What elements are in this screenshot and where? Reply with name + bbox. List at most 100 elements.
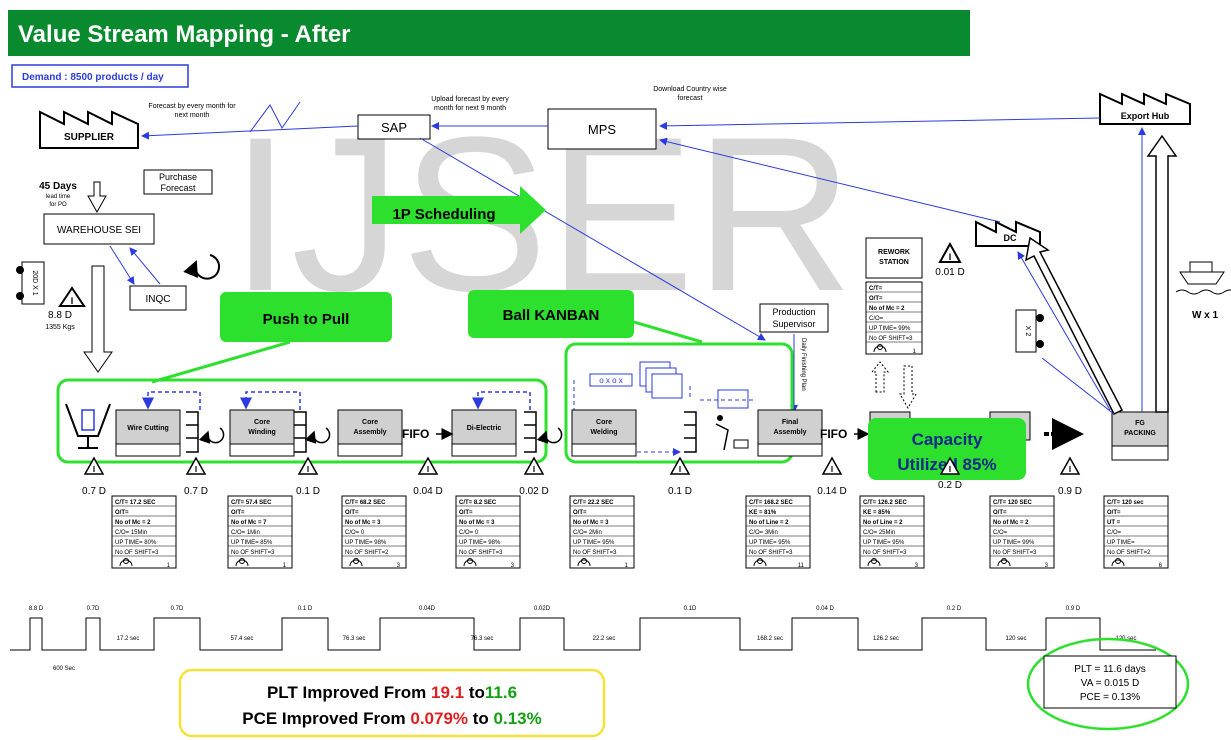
dc-label: DC	[1004, 233, 1017, 243]
data-box-row: UP TIME= 95%	[749, 540, 791, 546]
rework-station-box	[866, 238, 922, 278]
data-box-row: C/O=	[993, 530, 1008, 536]
warehouse-push-arrow	[84, 266, 112, 372]
data-box-row: O/T=	[231, 510, 245, 516]
inventory-marker: I0.02 D	[519, 458, 548, 497]
data-box-row: UT =	[1107, 520, 1121, 526]
data-box-row: No OF SHIFT=3	[749, 550, 793, 556]
data-box-row: C/O=	[869, 316, 884, 322]
rework-data-box: C/T=O/T=No of Mc = 2C/O=UP TIME= 99%No O…	[866, 282, 922, 355]
inventory-marker: I0.1 D	[296, 458, 320, 497]
timeline-line	[10, 618, 1156, 650]
process-data-box: C/T= 168.2 SECKE = 81%No of Line = 2C/O=…	[746, 496, 810, 569]
supermarket-rack	[684, 412, 696, 452]
timeline-cycle: 126.2 sec	[873, 636, 899, 642]
inventory-mark: I	[195, 465, 197, 474]
operator-count: 11	[798, 563, 805, 569]
inventory-mark: I	[427, 465, 429, 474]
warehouse-inventory-days: 8.8 D	[48, 310, 72, 321]
push-to-pull-label: Push to Pull	[263, 311, 350, 328]
summary-plt: PLT = 11.6 days	[1074, 664, 1145, 675]
improvement-plt: PLT Improved From 19.1 to11.6	[267, 683, 517, 702]
process-name: Assembly	[773, 429, 806, 436]
inventory-days: 0.2 D	[938, 480, 962, 491]
data-box-row: C/T= 22.2 SEC	[573, 500, 614, 506]
data-box-row: UP TIME= 99%	[869, 326, 911, 332]
data-box-row: UP TIME= 95%	[863, 540, 905, 546]
warehouse-inventory-weight: 1355 Kgs	[45, 324, 75, 331]
timeline-wait: 0.04 D	[816, 606, 834, 612]
kanban-ball-marks: o x o x	[599, 376, 623, 385]
demand-label: Demand : 8500 products / day	[22, 72, 164, 83]
production-supervisor-line1: Production	[772, 307, 815, 317]
data-box-row: C/O= 0	[459, 530, 479, 536]
data-box-row: C/O= 2Min	[573, 530, 602, 536]
process-box: CoreAssembly	[338, 410, 402, 456]
data-box-row: No of Line = 2	[749, 520, 789, 526]
data-box-row: C/O= 0	[345, 530, 365, 536]
data-box-row: KE = 81%	[749, 510, 777, 516]
process-name: Di-Electric	[467, 425, 502, 432]
data-box-row: O/T=	[345, 510, 359, 516]
timeline-wait: 0.9 D	[1066, 606, 1081, 612]
daily-plan-label: Daily Finishing Plan	[800, 338, 806, 391]
inventory-days: 0.04 D	[413, 486, 442, 497]
inventory-days: 0.02 D	[519, 486, 548, 497]
raw-material-bin-icon	[66, 404, 110, 436]
data-box-row: C/T=	[869, 286, 883, 292]
warehouse-to-inqc-arrow	[110, 246, 134, 284]
timeline-cycle: 120 sec	[1005, 636, 1026, 642]
purchase-forecast-line1: Purchase	[159, 172, 197, 182]
push-to-pull-pointer	[152, 342, 290, 382]
kanban-card-icon	[652, 374, 682, 398]
mps-label: MPS	[588, 122, 617, 137]
truck-wheel	[16, 266, 24, 274]
data-box-row: UP TIME=	[1107, 540, 1135, 546]
fg-packing-header	[1112, 412, 1168, 446]
export-hub-label: Export Hub	[1121, 111, 1170, 121]
inventory-mark: I	[1069, 465, 1071, 474]
inventory-days: 0.7 D	[184, 486, 208, 497]
process-name: Assembly	[353, 429, 386, 436]
data-box-row: UP TIME= 98%	[459, 540, 501, 546]
data-box-row: O/T=	[869, 296, 883, 302]
data-box-row: No OF SHIFT=3	[993, 550, 1037, 556]
process-data-box: C/T= 17.2 SECO/T=No of Mc = 2C/O= 15MinU…	[112, 496, 176, 569]
fg-packing-box: FG PACKING	[1112, 412, 1168, 460]
supermarket-rack	[186, 412, 198, 452]
process-name: Wire Cutting	[127, 425, 169, 432]
timeline-cycle: 17.2 sec	[117, 636, 140, 642]
process-name: Core	[254, 419, 270, 426]
process-data-box: C/T= 68.2 SECO/T=No of Mc = 3C/O= 0UP TI…	[342, 496, 406, 569]
truck-2-label: X 2	[1024, 326, 1031, 337]
cart-icon	[734, 440, 748, 448]
inventory-mark: I	[679, 465, 681, 474]
upload-note-line1: Upload forecast by every	[431, 96, 509, 103]
operator-head	[717, 415, 723, 421]
supplier-push-arrow	[88, 182, 106, 212]
supplier-label: SUPPLIER	[64, 132, 115, 143]
inventory-mark: I	[307, 465, 309, 474]
timeline-cycle: 76.3 sec	[471, 636, 494, 642]
fg-packing-label: PACKING	[1124, 430, 1156, 437]
truck-wheel	[1036, 314, 1044, 322]
ship-waves	[1176, 290, 1231, 294]
timeline-wait: 0.2 D	[947, 606, 962, 612]
timeline-cycle: 22.2 sec	[593, 636, 616, 642]
timeline-wait: 0.7D	[171, 606, 184, 612]
data-box-row: No OF SHIFT=2	[1107, 550, 1151, 556]
inventory-mark: I	[831, 465, 833, 474]
operator-walking-icon	[716, 424, 728, 450]
data-box-row: No of Mc = 3	[459, 520, 495, 526]
inventory-mark: I	[71, 296, 74, 306]
data-box-row: C/O= 3Min	[749, 530, 778, 536]
process-box: Wire Cutting	[116, 410, 180, 456]
fg-packing-label: FG	[1135, 420, 1145, 427]
data-box-row: No of Mc = 2	[869, 306, 905, 312]
inventory-days: 0.1 D	[668, 486, 692, 497]
data-box-row: No OF SHIFT=2	[345, 550, 389, 556]
inqc-to-warehouse-arrow	[130, 248, 160, 284]
dc-inventory-days: 0.01 D	[935, 267, 964, 278]
ship-icon	[1180, 272, 1224, 284]
